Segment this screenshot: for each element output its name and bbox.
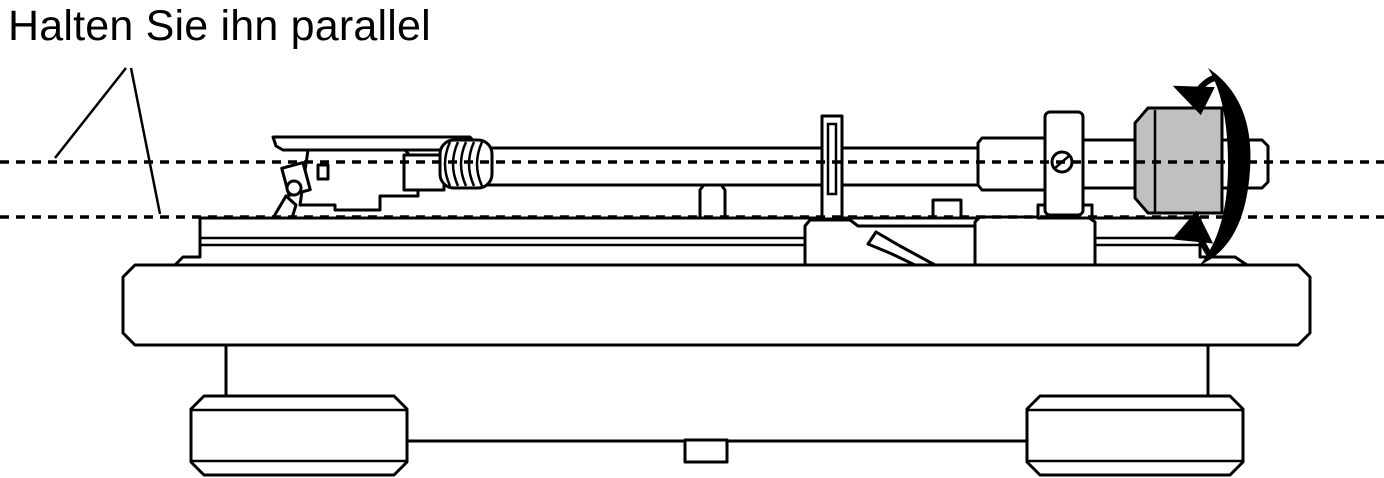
arm-spring: [438, 138, 494, 190]
turntable-base: [189, 333, 1245, 477]
plinth: [121, 263, 1312, 347]
right-foot: [1025, 394, 1245, 477]
instruction-caption: Halten Sie ihn parallel: [8, 2, 431, 50]
center-foot: [683, 438, 729, 464]
pivot-collar: [976, 136, 1050, 192]
stylus: [271, 194, 298, 220]
tonearm: [271, 106, 1270, 221]
counterweight: [1133, 106, 1224, 215]
caption-leader-lines: [54, 67, 162, 215]
left-foot: [189, 394, 409, 477]
arm-clip: [820, 114, 844, 221]
cue-lever: [866, 230, 937, 267]
